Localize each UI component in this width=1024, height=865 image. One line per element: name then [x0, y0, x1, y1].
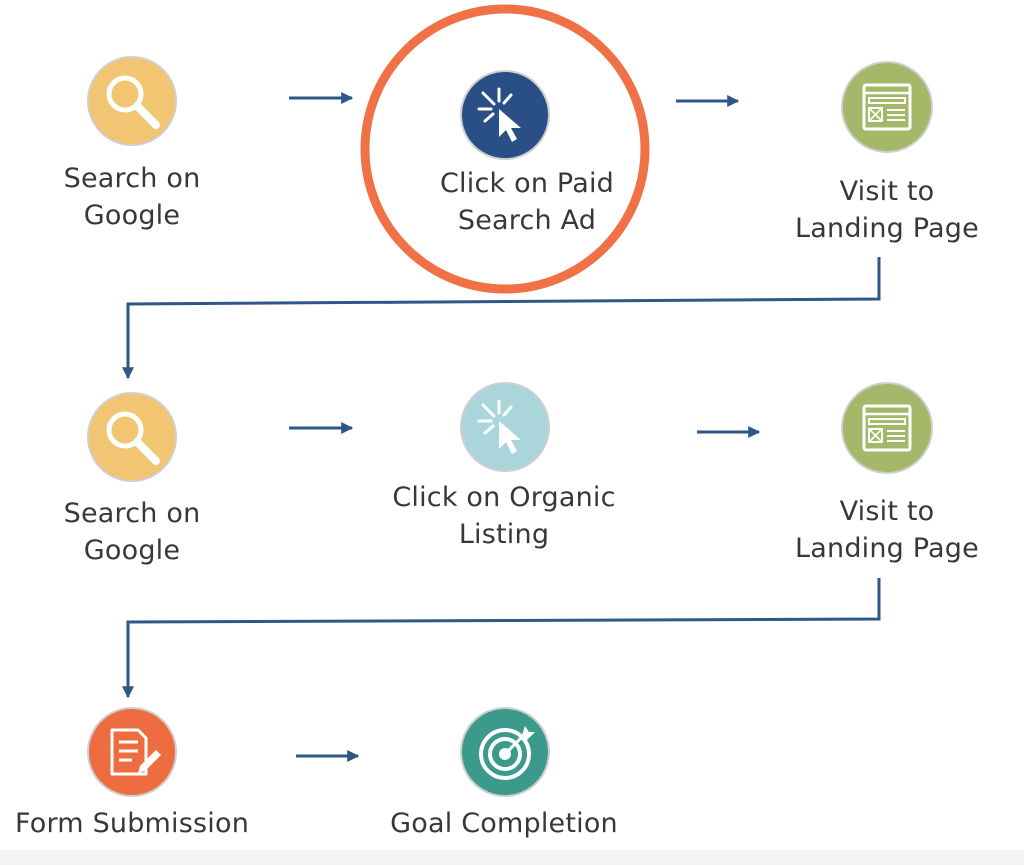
label-line: Landing Page	[795, 213, 979, 244]
label-line: Visit to	[839, 176, 935, 207]
node-paid-click	[460, 70, 550, 160]
label-form-submission: Form Submission	[0, 805, 282, 842]
webpage-icon	[862, 83, 912, 131]
label-landing-1: Visit to Landing Page	[737, 173, 1024, 247]
form-pencil-icon	[110, 728, 161, 776]
node-organic-click	[460, 382, 550, 472]
row2-arrows	[289, 422, 761, 438]
magnifier-icon	[106, 411, 160, 465]
webpage-icon	[862, 404, 912, 452]
label-line: Click on Organic	[392, 482, 616, 513]
connector-row1-to-row2	[122, 257, 881, 380]
node-search-2	[87, 392, 177, 482]
label-line: Goal Completion	[390, 808, 618, 839]
label-line: Listing	[458, 519, 550, 550]
cursor-click-icon	[477, 87, 521, 142]
label-organic-click: Click on Organic Listing	[354, 479, 654, 553]
label-line: Visit to	[839, 496, 935, 527]
node-search-1	[87, 56, 177, 146]
label-line: Google	[83, 535, 181, 566]
label-line: Search Ad	[457, 205, 597, 236]
label-paid-click: Click on Paid Search Ad	[377, 165, 677, 239]
node-form-submission	[87, 707, 177, 797]
cursor-click-icon	[477, 399, 521, 454]
row1-arrows	[289, 92, 740, 107]
connector-row2-to-row3	[122, 578, 881, 699]
node-goal-completion	[460, 707, 550, 797]
label-goal-completion: Goal Completion	[354, 805, 654, 842]
magnifier-icon	[106, 75, 160, 129]
highlight-ring	[360, 4, 650, 294]
label-line: Form Submission	[14, 808, 250, 839]
label-line: Landing Page	[795, 533, 979, 564]
label-landing-2: Visit to Landing Page	[737, 493, 1024, 567]
label-line: Google	[83, 200, 181, 231]
label-search-1: Search on Google	[0, 160, 282, 234]
label-line: Click on Paid	[440, 168, 614, 199]
node-landing-1	[841, 61, 933, 153]
target-icon	[479, 726, 535, 780]
label-line: Search on	[63, 498, 201, 529]
label-line: Search on	[63, 163, 201, 194]
label-search-2: Search on Google	[0, 495, 282, 569]
node-landing-2	[841, 382, 933, 474]
bottom-strip	[0, 850, 1024, 865]
